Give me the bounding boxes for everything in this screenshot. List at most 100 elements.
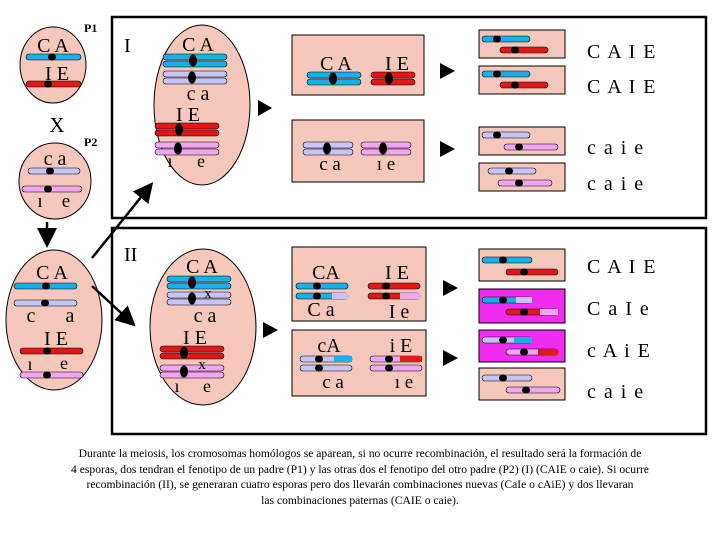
chromosome-red	[154, 129, 220, 137]
chromosome-red	[25, 80, 82, 88]
panel-2-result-3: c A i E	[587, 340, 651, 362]
centromere	[382, 282, 390, 290]
chromosome-red	[505, 268, 559, 276]
panel-1-label: I	[124, 35, 131, 57]
box-label: C a	[307, 299, 334, 321]
caption-line: recombinación (II), se generaran cuatro …	[86, 478, 634, 492]
chromosome-red	[499, 46, 549, 54]
p2-bottom-right-label: e	[62, 191, 70, 212]
parent-p2-cell: c a ı e	[18, 142, 92, 220]
chromosome-red	[19, 347, 84, 355]
centromere	[329, 72, 337, 85]
chromosome-red	[499, 81, 549, 89]
centromere	[175, 123, 183, 136]
centromere	[315, 355, 323, 363]
caption-line: 4 esporas, dos tendran el fenotipo de un…	[71, 462, 649, 476]
centromere	[493, 131, 501, 139]
hybrid-bottom-left-label: ı	[27, 354, 32, 374]
box-label: CA	[312, 262, 340, 284]
panel-1-cell-low-label: I E	[176, 104, 200, 126]
panel-1-spore-4	[478, 162, 566, 192]
arrow-head	[440, 63, 455, 79]
centromere	[499, 296, 507, 304]
arrow-to-panel-1	[91, 182, 154, 259]
panel-1-spore-3	[478, 126, 566, 156]
chromosome-lavender	[299, 364, 353, 372]
panel-2-box-top: CA I E C a I e	[291, 246, 427, 323]
panel-1-cell-bottom-right-label: e	[197, 151, 205, 171]
centromere	[522, 386, 530, 394]
chromosome-blue	[166, 275, 232, 283]
segment-red	[400, 356, 422, 362]
panel-2-spore-2-recombinant	[478, 288, 566, 324]
box-label: I E	[385, 262, 409, 284]
chromosome-red	[370, 78, 416, 86]
chromosome-red	[367, 282, 421, 290]
box-label: c a	[322, 372, 344, 393]
arrow-to-panel-2	[91, 285, 136, 327]
panel-1-frame	[110, 15, 708, 220]
chromosome-red	[154, 122, 220, 130]
arrow-head	[263, 322, 278, 338]
centromere	[43, 347, 51, 355]
centromere	[511, 81, 519, 89]
centromere	[323, 142, 331, 155]
box-label: I E	[385, 53, 409, 75]
p1-bottom-label: I E	[45, 63, 69, 85]
panel-2-spore-3-recombinant	[478, 329, 566, 363]
centromere	[188, 292, 196, 305]
centromere	[174, 142, 182, 155]
panel-2-result-2: C a I e	[587, 298, 650, 320]
box-label: cA	[317, 335, 341, 357]
chromosome-pink	[497, 179, 553, 187]
panel-1-result-3: c a i e	[587, 137, 645, 159]
caption-line: las combinaciones paternas (CAIE o caie)…	[261, 493, 459, 507]
panel-2-cell-mid-label: c a	[194, 305, 217, 327]
box-label: ı e	[377, 154, 395, 175]
hybrid-mid-left-label: c	[27, 305, 36, 327]
centromere	[511, 46, 519, 54]
hybrid-bottom-right-label: e	[60, 353, 68, 373]
chromosome-lavender	[166, 298, 232, 306]
centromere	[188, 276, 196, 289]
segment-blue	[514, 337, 532, 343]
segment-lavender	[516, 297, 532, 303]
panel-2-result-4: c a i e	[587, 381, 645, 403]
p2-top-label: c a	[44, 148, 67, 170]
segment-blue	[334, 356, 352, 362]
p1-label: P1	[84, 21, 97, 35]
panel-1-spore-2	[478, 65, 566, 95]
chromosome-red	[370, 71, 416, 79]
centromere	[520, 268, 528, 276]
chromosome-pink	[159, 364, 225, 372]
centromere	[41, 299, 49, 307]
panel-2-box-bottom: cA i E c a ı e	[291, 329, 427, 397]
p2-label: P2	[84, 135, 97, 149]
box-label: I e	[389, 301, 410, 323]
segment-pink	[540, 309, 558, 315]
chromosome-blue	[295, 282, 349, 290]
hybrid-cell: C A c a I E ı e	[5, 249, 103, 391]
segment-red	[538, 349, 558, 355]
panel-1-box-bottom: c a ı e	[291, 119, 425, 183]
panel-2-cell: C A x c a I E x ı e	[149, 248, 257, 406]
panel-1-cell-top-label: C A	[182, 34, 214, 56]
centromere	[520, 308, 528, 316]
centromere	[515, 179, 523, 187]
panel-1-cell-bottom-left-label: ı	[167, 151, 172, 171]
chromosome-blue	[481, 35, 531, 43]
chromosome-pink	[503, 143, 559, 151]
centromere	[180, 346, 188, 359]
centromere	[44, 185, 52, 193]
chromosome-red	[159, 345, 225, 353]
panel-2-result-1: C A I E	[587, 256, 657, 278]
segment-pink	[400, 293, 420, 299]
arrow-head	[440, 141, 455, 157]
chromosome-pink	[154, 148, 220, 156]
panel-1-cell: C A c a I E ı e	[153, 24, 251, 186]
panel-2-cell-top-label: C A	[186, 256, 218, 278]
centromere	[315, 364, 323, 372]
figure-caption: Durante la meiosis, los cromosomas homól…	[0, 446, 720, 508]
panel-2-cell-bottom-right-label: e	[203, 376, 211, 396]
